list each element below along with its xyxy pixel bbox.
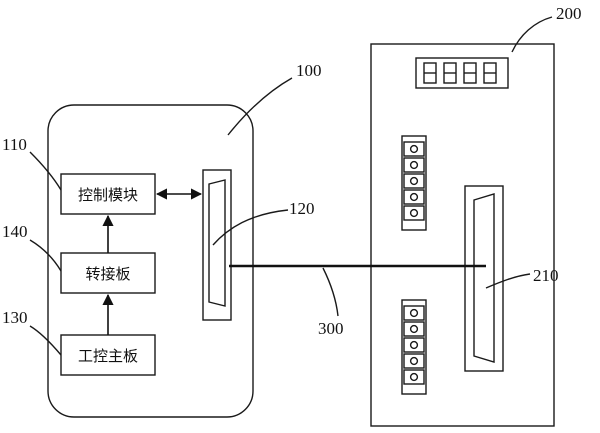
device-100-enclosure bbox=[47, 104, 254, 418]
industrial-mainboard-block: 工控主板 bbox=[60, 334, 156, 376]
terminal-pin bbox=[403, 189, 425, 205]
terminal-pin bbox=[403, 173, 425, 189]
terminal-block-lower bbox=[401, 299, 427, 395]
control-module-block: 控制模块 bbox=[60, 173, 156, 215]
ref-200: 200 bbox=[556, 4, 582, 23]
ref-120: 120 bbox=[289, 199, 315, 218]
ref-110: 110 bbox=[2, 135, 27, 154]
ref-100: 100 bbox=[296, 61, 322, 80]
leader-300 bbox=[322, 267, 339, 317]
ref-130: 130 bbox=[2, 308, 28, 327]
connector-120 bbox=[202, 169, 232, 321]
leader-140 bbox=[29, 239, 62, 272]
industrial-mainboard-label: 工控主板 bbox=[78, 347, 138, 365]
terminal-pin bbox=[403, 205, 425, 221]
terminal-pin bbox=[403, 321, 425, 337]
display-digit bbox=[483, 62, 497, 84]
ref-210: 210 bbox=[533, 266, 559, 285]
display-digit bbox=[443, 62, 457, 84]
ref-300: 300 bbox=[318, 319, 344, 338]
control-module-label: 控制模块 bbox=[78, 186, 138, 204]
terminal-pin bbox=[403, 305, 425, 321]
leader-200 bbox=[511, 16, 553, 53]
connector-210 bbox=[464, 185, 504, 372]
device-200-panel bbox=[370, 43, 555, 427]
digit-display bbox=[415, 57, 509, 89]
leader-120 bbox=[212, 209, 289, 246]
adapter-board-block: 转接板 bbox=[60, 252, 156, 294]
terminal-pin bbox=[403, 353, 425, 369]
terminal-pin bbox=[403, 157, 425, 173]
terminal-pin bbox=[403, 141, 425, 157]
leader-100 bbox=[227, 77, 293, 136]
display-digit bbox=[463, 62, 477, 84]
display-digit bbox=[423, 62, 437, 84]
ref-140: 140 bbox=[2, 222, 28, 241]
terminal-pin bbox=[403, 369, 425, 385]
leader-210 bbox=[485, 273, 531, 289]
leader-130 bbox=[29, 325, 62, 356]
terminal-block-upper bbox=[401, 135, 427, 231]
leader-110 bbox=[29, 151, 62, 191]
terminal-pin bbox=[403, 337, 425, 353]
adapter-board-label: 转接板 bbox=[85, 265, 130, 283]
